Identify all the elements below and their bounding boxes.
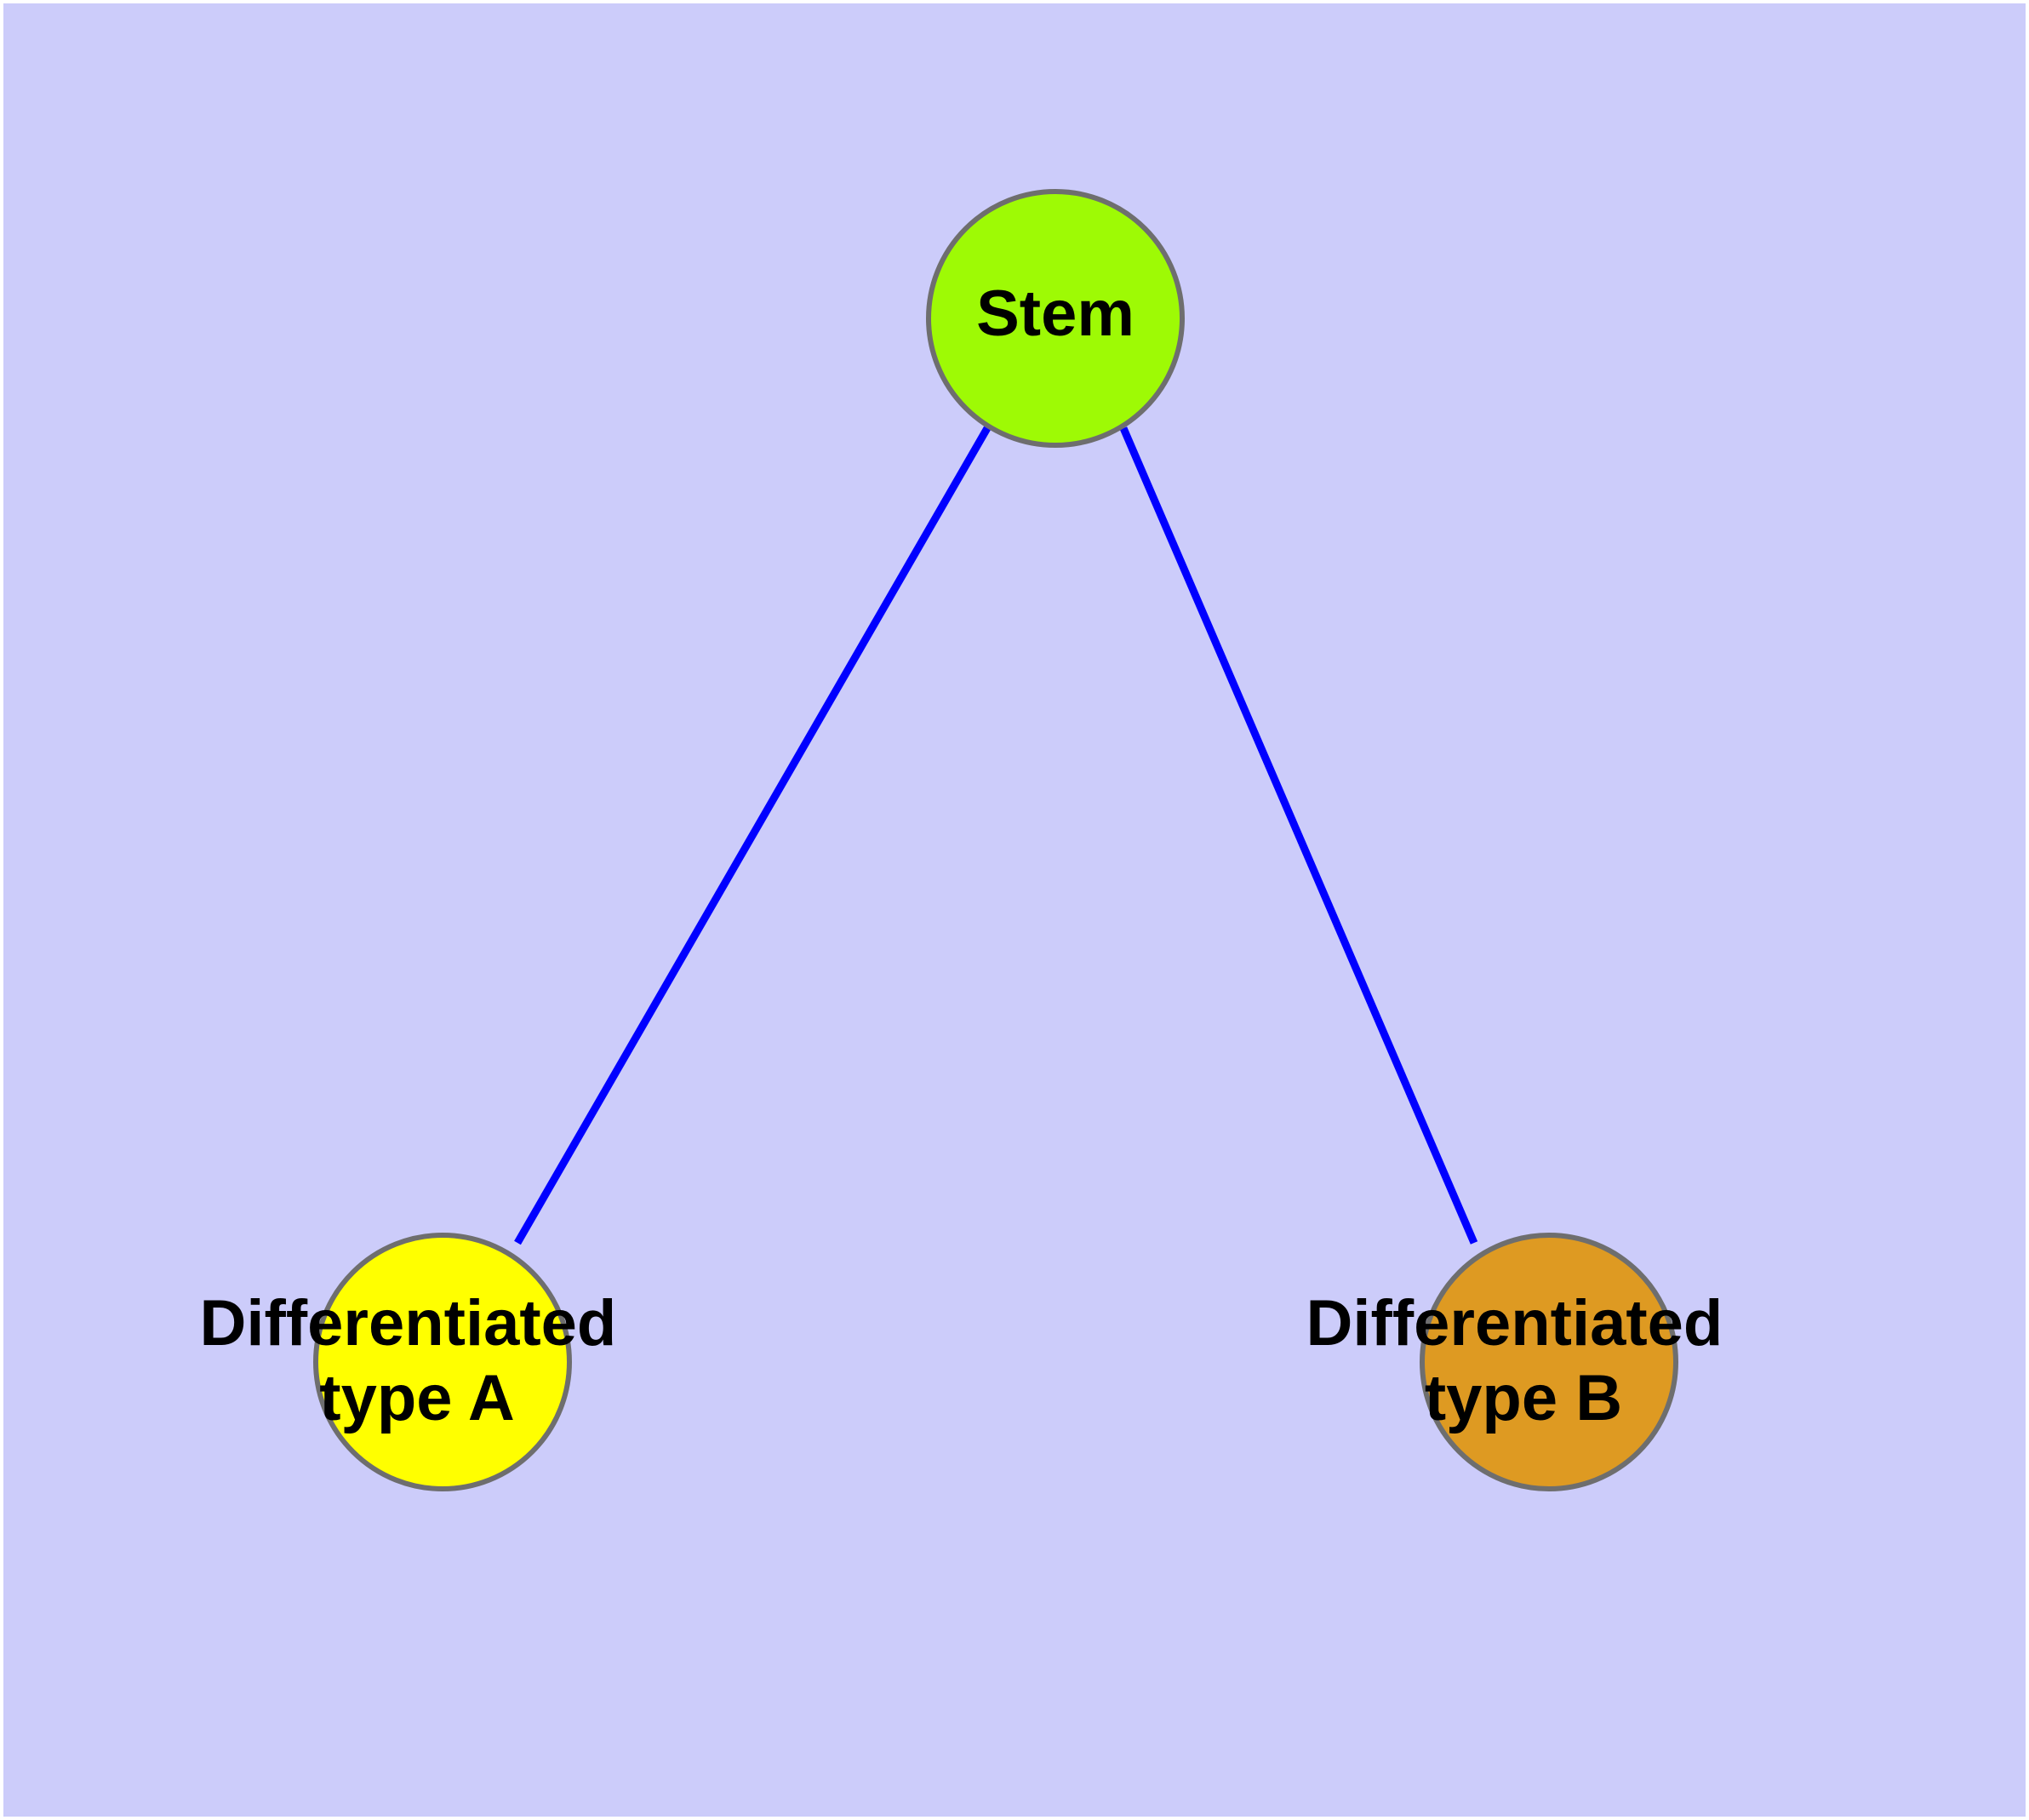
node-differentiated-type-b-circle[interactable] (1420, 1233, 1678, 1491)
edge-stem-to-type-b[interactable] (1119, 426, 1478, 1245)
node-differentiated-type-a-label: Differentiated type A (200, 1287, 635, 1434)
node-differentiated-type-a-label-line-1: Differentiated (200, 1287, 617, 1359)
node-differentiated-type-a[interactable]: Differentiated type A (200, 1233, 635, 1491)
node-stem[interactable]: Stem (926, 189, 1185, 448)
node-layer: Stem Differentiated type A Differentiate… (200, 189, 1741, 1491)
node-differentiated-type-b-label-line-1: Differentiated (1306, 1287, 1723, 1359)
edge-layer (514, 426, 1478, 1245)
node-stem-label: Stem (976, 278, 1135, 350)
node-differentiated-type-b-label: Differentiated type B (1306, 1287, 1741, 1434)
node-differentiated-type-a-circle[interactable] (313, 1233, 572, 1491)
node-stem-label-line-1: Stem (976, 278, 1135, 350)
edge-stem-to-type-a[interactable] (514, 426, 991, 1245)
node-differentiated-type-a-label-line-2: type A (319, 1362, 514, 1434)
node-stem-circle[interactable] (926, 189, 1185, 448)
node-differentiated-type-b[interactable]: Differentiated type B (1306, 1233, 1741, 1491)
node-differentiated-type-b-label-line-2: type B (1425, 1362, 1622, 1434)
